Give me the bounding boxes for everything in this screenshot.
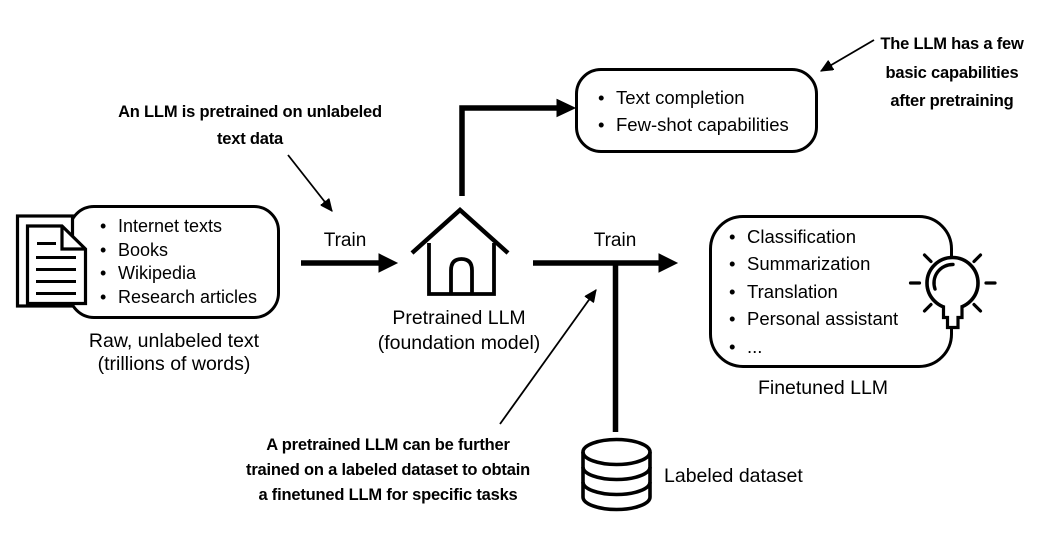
caption-line: (foundation model) xyxy=(377,332,541,354)
finetuned-capabilities-box: • Classification • Summarization • Translat… xyxy=(709,215,953,368)
capabilities-annotation: The LLM has a few basic capabilities aft… xyxy=(880,30,1023,116)
caption-line: Pretrained LLM xyxy=(392,307,526,329)
database-icon xyxy=(581,437,652,512)
annotation-line: text data xyxy=(216,130,284,148)
list-item: •... xyxy=(729,333,950,360)
list-item: • Books xyxy=(100,239,277,263)
pretrained-capabilities-box: • Text completion • Few-shot capabilities xyxy=(575,68,818,153)
raw-text-caption: Raw, unlabeled text (trillions of words) xyxy=(89,330,259,376)
list-item: • Classification xyxy=(729,223,950,250)
list-item: • Research articles xyxy=(100,286,277,310)
finetuned-capabilities-list: • Classification • Summarization • Translat… xyxy=(729,223,950,360)
pretrain-capabilities-arrow xyxy=(459,98,577,196)
list-item: • Translation xyxy=(729,278,950,305)
caption-line: Raw, unlabeled text xyxy=(88,330,260,352)
list-item-label: Wikipedia xyxy=(118,263,197,283)
list-item: • Personal assistant xyxy=(729,305,950,332)
labeled-dataset-label: Labeled dataset xyxy=(664,465,803,487)
list-item: • Summarization xyxy=(729,250,950,277)
train-arrow-1 xyxy=(301,253,399,273)
list-item-label: Text completion xyxy=(616,86,745,108)
bullet-icon: • xyxy=(729,280,736,302)
list-item: • Internet texts xyxy=(100,215,277,239)
list-item: • Text completion xyxy=(598,84,815,111)
annotation-line: a finetuned LLM for specific tasks xyxy=(258,486,518,504)
pretrained-llm-caption: Pretrained LLM (foundation model) xyxy=(378,306,541,356)
capabilities-note-arrow xyxy=(821,39,875,72)
list-item-label: Personal assistant xyxy=(747,308,899,330)
list-item-label: Classification xyxy=(747,225,856,247)
list-item-label: ... xyxy=(747,335,763,357)
house-icon xyxy=(410,207,510,296)
annotation-line: The LLM has a few xyxy=(880,35,1024,53)
bullet-icon: • xyxy=(100,286,107,307)
bullet-icon: • xyxy=(729,253,736,275)
annotation-line: trained on a labeled dataset to obtain xyxy=(246,461,530,479)
annotation-line: basic capabilities xyxy=(885,63,1019,82)
bullet-icon: • xyxy=(100,239,107,260)
list-item: • Wikipedia xyxy=(100,262,277,286)
annotation-line: An LLM is pretrained on unlabeled xyxy=(118,103,382,121)
train-label-1: Train xyxy=(323,230,367,251)
bullet-icon: • xyxy=(598,113,605,135)
caption-line: (trillions of words) xyxy=(97,353,251,375)
bullet-icon: • xyxy=(598,86,605,108)
bullet-icon: • xyxy=(729,308,736,330)
list-item-label: Books xyxy=(118,239,169,260)
bullet-icon: • xyxy=(729,335,736,357)
bullet-icon: • xyxy=(100,216,107,236)
bullet-icon: • xyxy=(729,225,736,247)
list-item-label: Internet texts xyxy=(118,216,223,236)
pretrain-note-arrow xyxy=(287,154,332,211)
list-item-label: Research articles xyxy=(118,286,258,307)
list-item-label: Translation xyxy=(747,280,838,302)
finetuned-llm-caption: Finetuned LLM xyxy=(757,377,889,399)
finetune-annotation: A pretrained LLM can be further trained … xyxy=(246,433,530,508)
raw-text-list: • Internet texts • Books • Wikipedia • Resea… xyxy=(100,215,277,309)
list-item-label: Few-shot capabilities xyxy=(616,113,789,135)
pretrain-annotation: An LLM is pretrained on unlabeled text d… xyxy=(118,99,382,153)
bullet-icon: • xyxy=(100,263,107,283)
annotation-line: after pretraining xyxy=(890,92,1014,110)
pretrained-capabilities-list: • Text completion • Few-shot capabilities xyxy=(598,84,815,138)
train-arrow-2 xyxy=(533,253,679,273)
raw-text-box: • Internet texts • Books • Wikipedia • Resea… xyxy=(68,205,280,319)
list-item: • Few-shot capabilities xyxy=(598,111,815,138)
train-label-2: Train xyxy=(593,230,637,251)
list-item-label: Summarization xyxy=(747,253,871,275)
annotation-line: A pretrained LLM can be further xyxy=(266,436,510,454)
